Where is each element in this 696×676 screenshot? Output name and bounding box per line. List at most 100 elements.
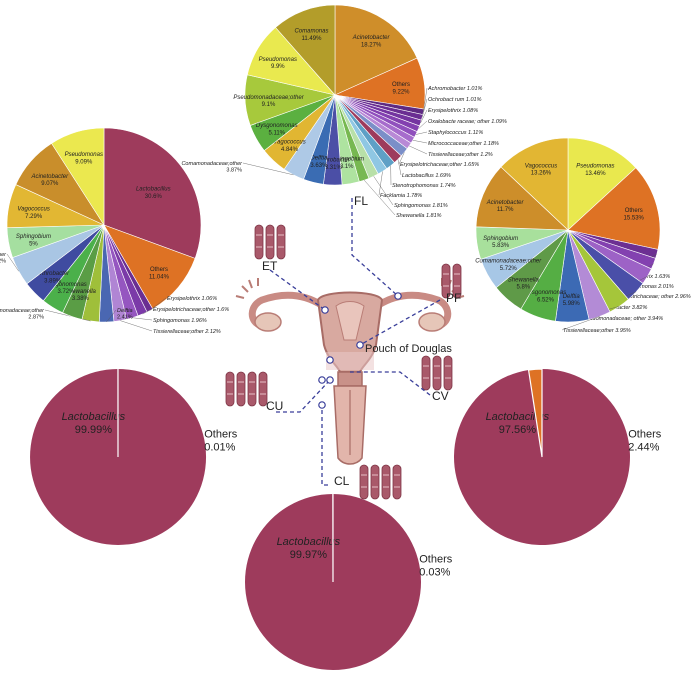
slice-name-text: Arthrobacter	[316, 158, 351, 164]
slice-value-text: 3.63%	[310, 163, 328, 169]
slice-value-text: 5.98%	[563, 301, 581, 307]
slice-name-text: Others	[625, 208, 643, 214]
slice-name-text: Sphingobium	[16, 234, 51, 240]
sample-tubes-cl-icon	[359, 464, 402, 500]
slice-value-text: 15.53%	[624, 215, 645, 221]
slice-value-text: 11.49%	[302, 36, 323, 42]
slice-name-text: Pseudomonadaceae;other	[0, 308, 45, 314]
slice-value-text: 2.87%	[28, 315, 44, 321]
slice-name-text: Vagococcus	[525, 164, 557, 170]
slice-name-text: Staphylococcus 1.11%	[428, 130, 483, 136]
slice-name-text: Erysipelotrichaceae; other 2.96%	[610, 294, 691, 300]
slice-label-et-erysipelotrichaceae-other-1-6: Erysipelotrichaceae;other 1.6%	[142, 307, 229, 315]
leader-line	[106, 309, 117, 323]
sample-tubes-cu-icon	[225, 371, 268, 407]
slice-name-text: Shewanella	[508, 277, 540, 283]
slice-name-text: Delftia	[117, 308, 133, 314]
pie-chart-et: Lactobacillus30.6%Others11.04%Erysipelot…	[0, 127, 229, 335]
slice-name-text: Others	[628, 429, 662, 441]
slice-name-text: Pseudomonas	[576, 164, 614, 170]
slice-name-text: Shewanella	[65, 289, 97, 295]
slice-name-text: Acinetobacter	[352, 35, 391, 41]
leader-line	[120, 320, 153, 332]
slice-name-text: Dysgonomonas	[256, 123, 298, 129]
leader-line	[398, 152, 405, 165]
slice-name-text: Lactobacillus	[277, 536, 341, 548]
site-label-cu: CU	[266, 399, 283, 413]
pie-slice-cv-others	[527, 368, 543, 458]
slice-name-text: Dysgonomonas	[45, 282, 87, 288]
pie-slice-et-lactobacillus	[103, 127, 202, 259]
slice-label-et-erysipelothrix-1-06: Erysipelothrix 1.06%	[149, 296, 217, 311]
slice-label-fl-stenotrophomonas-1-74: Stenotrophomonas 1.74%	[390, 165, 456, 189]
slice-name-text: Others	[419, 554, 453, 566]
slice-value-text: 5%	[29, 241, 38, 247]
leader-line	[409, 145, 428, 155]
slice-label-pf-tissierellaceae-other-3-95: Tissierellaceae;other 3.95%	[561, 316, 631, 334]
slice-name-text: Dysgonomonas	[525, 290, 567, 296]
slice-label-fl-sphingomonas-1-81: Sphingomonas 1.81%	[373, 176, 448, 209]
sample-tubes-et-icon	[254, 224, 286, 260]
slice-label-fl-achromobacter-1-01: Achromobacter 1.01%	[423, 86, 483, 112]
pie-slice-et-others	[103, 224, 196, 310]
slice-value-text: 3.87%	[226, 168, 242, 174]
slice-name-text: Vagococcus	[17, 207, 49, 213]
slice-value-text: 5.11%	[268, 130, 285, 136]
slice-value-text: 9.22%	[393, 89, 411, 95]
pie-slice-pf-pseudomonas	[567, 137, 637, 231]
leader-line	[421, 98, 428, 118]
slice-name-text: Micrococcaceae;other 1.18%	[428, 141, 499, 147]
slice-value-text: 4.92%	[0, 259, 6, 265]
slice-value-text: 4.84%	[281, 147, 299, 153]
slice-value-text: 0.03%	[419, 566, 450, 578]
slice-value-text: 18.27%	[361, 42, 382, 48]
leader-line	[412, 140, 428, 144]
slice-value-text: 13.46%	[585, 171, 606, 177]
sample-site-marker	[326, 376, 334, 384]
slice-value-text: 13.26%	[531, 171, 552, 177]
slice-label-fl-facklamia-1-78: Facklamia 1.78%	[378, 171, 422, 199]
leader-line	[132, 317, 153, 321]
slice-name-text: Delftia	[310, 156, 328, 162]
slice-value-text: 0.01%	[204, 441, 235, 453]
slice-name-text: Tissierellaceae;other 1.2%	[428, 152, 493, 158]
leader-line	[142, 308, 153, 315]
slice-value-text: 5.8%	[516, 285, 530, 291]
pie-chart-pf: Pseudomonas13.46%Others15.53%Erysipeloth…	[475, 137, 691, 334]
sample-site-marker	[318, 376, 326, 384]
slice-label-fl-shewanella-1-81: Shewanella 1.81%	[364, 180, 442, 219]
slice-label-fl-erysipelothrix-1-08: Erysipelothrix 1.08%	[420, 108, 478, 124]
pie-slice-et-pseudomonas	[51, 127, 105, 227]
leader-line	[364, 180, 396, 216]
slice-name-text: Erysipelotrichaceae;other 1.6%	[153, 307, 229, 313]
slice-name-text: Erysipelothrix 1.08%	[428, 108, 478, 114]
slice-label-fl-tissierellaceae-other-1-2: Tissierellaceae;other 1.2%	[409, 145, 493, 158]
slice-value-text: 3.72%	[57, 289, 75, 295]
slice-value-text: 9.09%	[75, 159, 93, 165]
slice-name-text: Facklamia 1.78%	[380, 193, 422, 199]
slice-value-text: 7.29%	[25, 214, 43, 220]
slice-value-text: 2.41%	[117, 315, 133, 321]
slice-value-text: 9.07%	[41, 181, 59, 187]
slice-value-text: 5.83%	[492, 243, 510, 249]
pouch-of-douglas-label: Pouch of Douglas	[365, 343, 452, 355]
site-label-cl: CL	[334, 474, 350, 488]
slice-name-text: Arthrobacter 3.82%	[599, 305, 647, 311]
slice-name-text: Sphingobium	[483, 236, 518, 242]
